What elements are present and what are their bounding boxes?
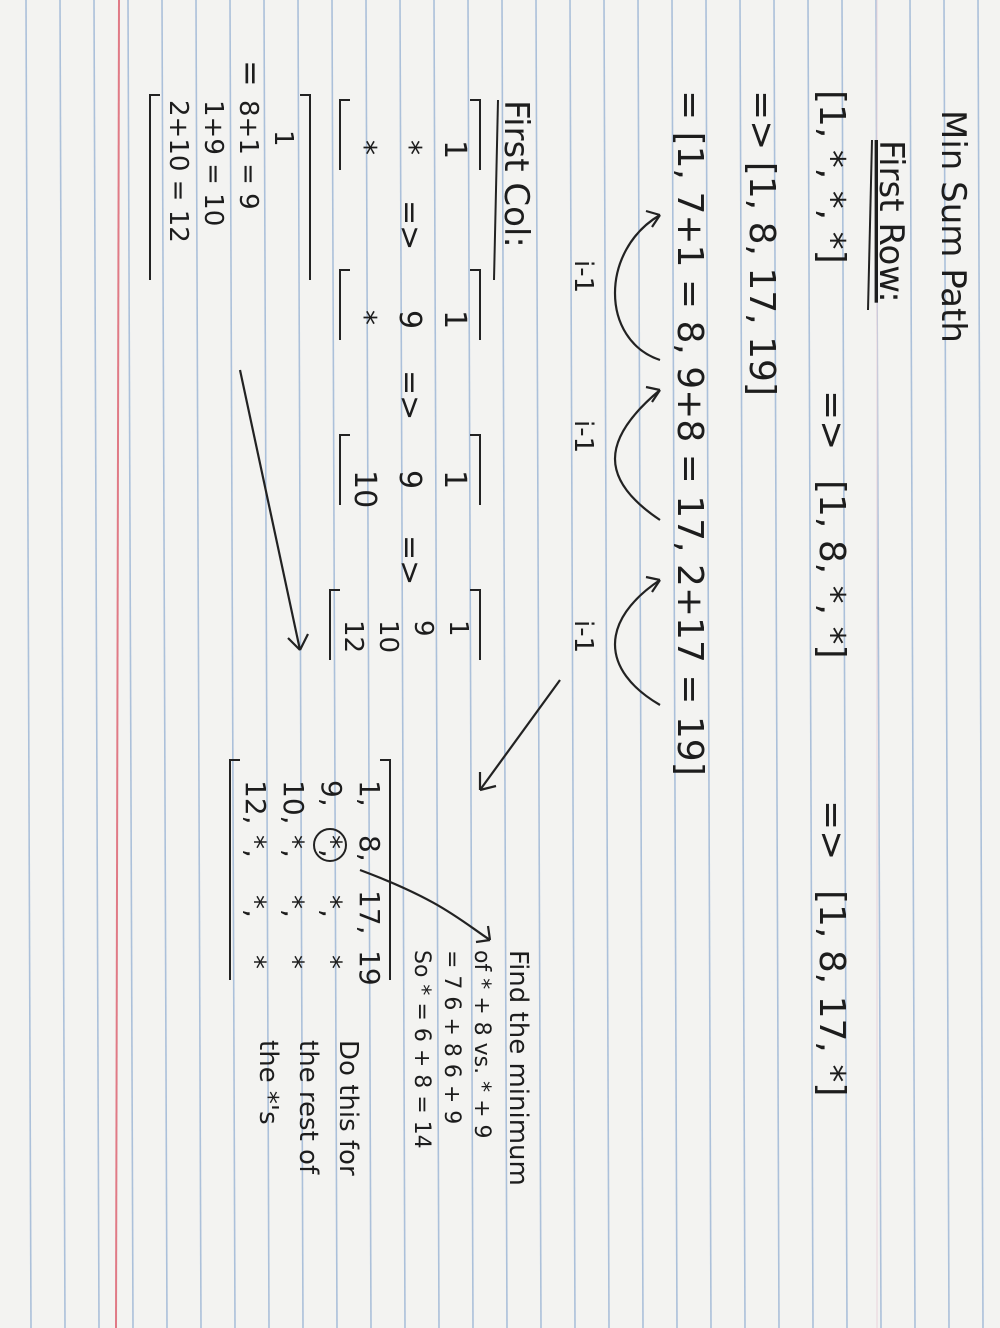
first-col-heading: First Col: <box>496 100 536 248</box>
svg-text:*: * <box>315 955 348 969</box>
svg-text:9,: 9, <box>315 780 348 807</box>
col-arrow-3: => <box>392 535 427 585</box>
svg-text:*: * <box>277 955 310 969</box>
row-line2: => [1, 8, 17, 19] <box>741 90 782 396</box>
svg-text:*: * <box>347 310 382 325</box>
svg-text:1: 1 <box>437 310 472 329</box>
col-equals: = <box>232 60 270 87</box>
svg-text:1: 1 <box>268 130 298 147</box>
svg-text:1: 1 <box>437 470 472 489</box>
row-line1-mid: [1, 8, *, *] <box>811 480 852 659</box>
svg-text:*,: *, <box>239 895 272 918</box>
svg-text:*: * <box>347 140 382 155</box>
svg-text:*,: *, <box>239 835 272 858</box>
notes-title: Min Sum Path <box>933 110 973 343</box>
svg-text:*: * <box>239 955 272 969</box>
grid-row-0-c0: 1, <box>353 780 386 807</box>
svg-text:8+1 = 9: 8+1 = 9 <box>233 100 263 210</box>
svg-text:*,: *, <box>277 835 310 858</box>
svg-text:12: 12 <box>338 620 368 653</box>
find-note-line1: Find the minimum <box>503 950 533 1186</box>
svg-text:9: 9 <box>408 620 438 637</box>
row-line1-right: [1, 8, 17, *] <box>811 890 852 1096</box>
grid-matrix: 1, 8, 17, 19 9, *, *, * 10, *, *, * 12, … <box>229 759 391 986</box>
row-arrow-label-1: i-1 <box>568 260 598 293</box>
svg-text:*,: *, <box>315 895 348 918</box>
svg-text:9: 9 <box>392 310 427 329</box>
svg-text:10,: 10, <box>277 780 310 825</box>
svg-text:10: 10 <box>347 470 382 508</box>
row-arrow-label-2: i-1 <box>568 420 598 453</box>
row-arrow-label-3: i-1 <box>568 620 598 653</box>
row-line1-left: [1, *, *, *] <box>811 90 852 264</box>
svg-text:9: 9 <box>392 470 427 489</box>
svg-text:1: 1 <box>443 620 473 637</box>
grid-row-0-c3: 19 <box>353 950 386 986</box>
col-matrix-4: 1 9 10 12 <box>329 589 481 660</box>
svg-text:1+9 = 10: 1+9 = 10 <box>198 100 228 226</box>
find-note-line3: = 7 6 + 8 6 + 9 <box>439 950 464 1124</box>
svg-text:12,: 12, <box>239 780 272 825</box>
col-arrow-2: => <box>392 370 427 420</box>
svg-text:*,: *, <box>277 895 310 918</box>
row-line3: = [1, 7+1 = 8, 9+8 = 17, 2+17 = 19] <box>669 90 710 776</box>
grid-row-0-c2: 17, <box>353 890 386 935</box>
col-matrix-1: 1 * * <box>339 99 481 170</box>
svg-text:*,: *, <box>315 835 348 858</box>
do-note-line3: the *'s <box>253 1040 283 1125</box>
do-note-line1: Do this for <box>333 1040 363 1176</box>
svg-text:1: 1 <box>437 140 472 159</box>
do-note-line2: the rest of <box>293 1040 323 1175</box>
col-matrix-3: 1 9 10 <box>339 434 481 508</box>
first-row-heading: First Row: <box>871 140 911 303</box>
col-result-matrix: 1 8+1 = 9 1+9 = 10 2+10 = 12 <box>149 94 311 280</box>
find-note-line2: of * + 8 vs. * + 9 <box>469 950 494 1139</box>
row-line1-arrow2: => <box>811 800 852 860</box>
svg-text:*: * <box>392 140 427 155</box>
row-line1-arrow1: => <box>811 390 852 450</box>
find-note-line4: So * = 6 + 8 = 14 <box>409 950 434 1149</box>
col-arrow-1: => <box>392 200 427 250</box>
svg-text:10: 10 <box>373 620 403 653</box>
col-matrix-2: 1 9 * <box>339 269 481 340</box>
svg-text:2+10 = 12: 2+10 = 12 <box>163 100 193 243</box>
grid-row-0-c1: 8, <box>353 835 386 862</box>
